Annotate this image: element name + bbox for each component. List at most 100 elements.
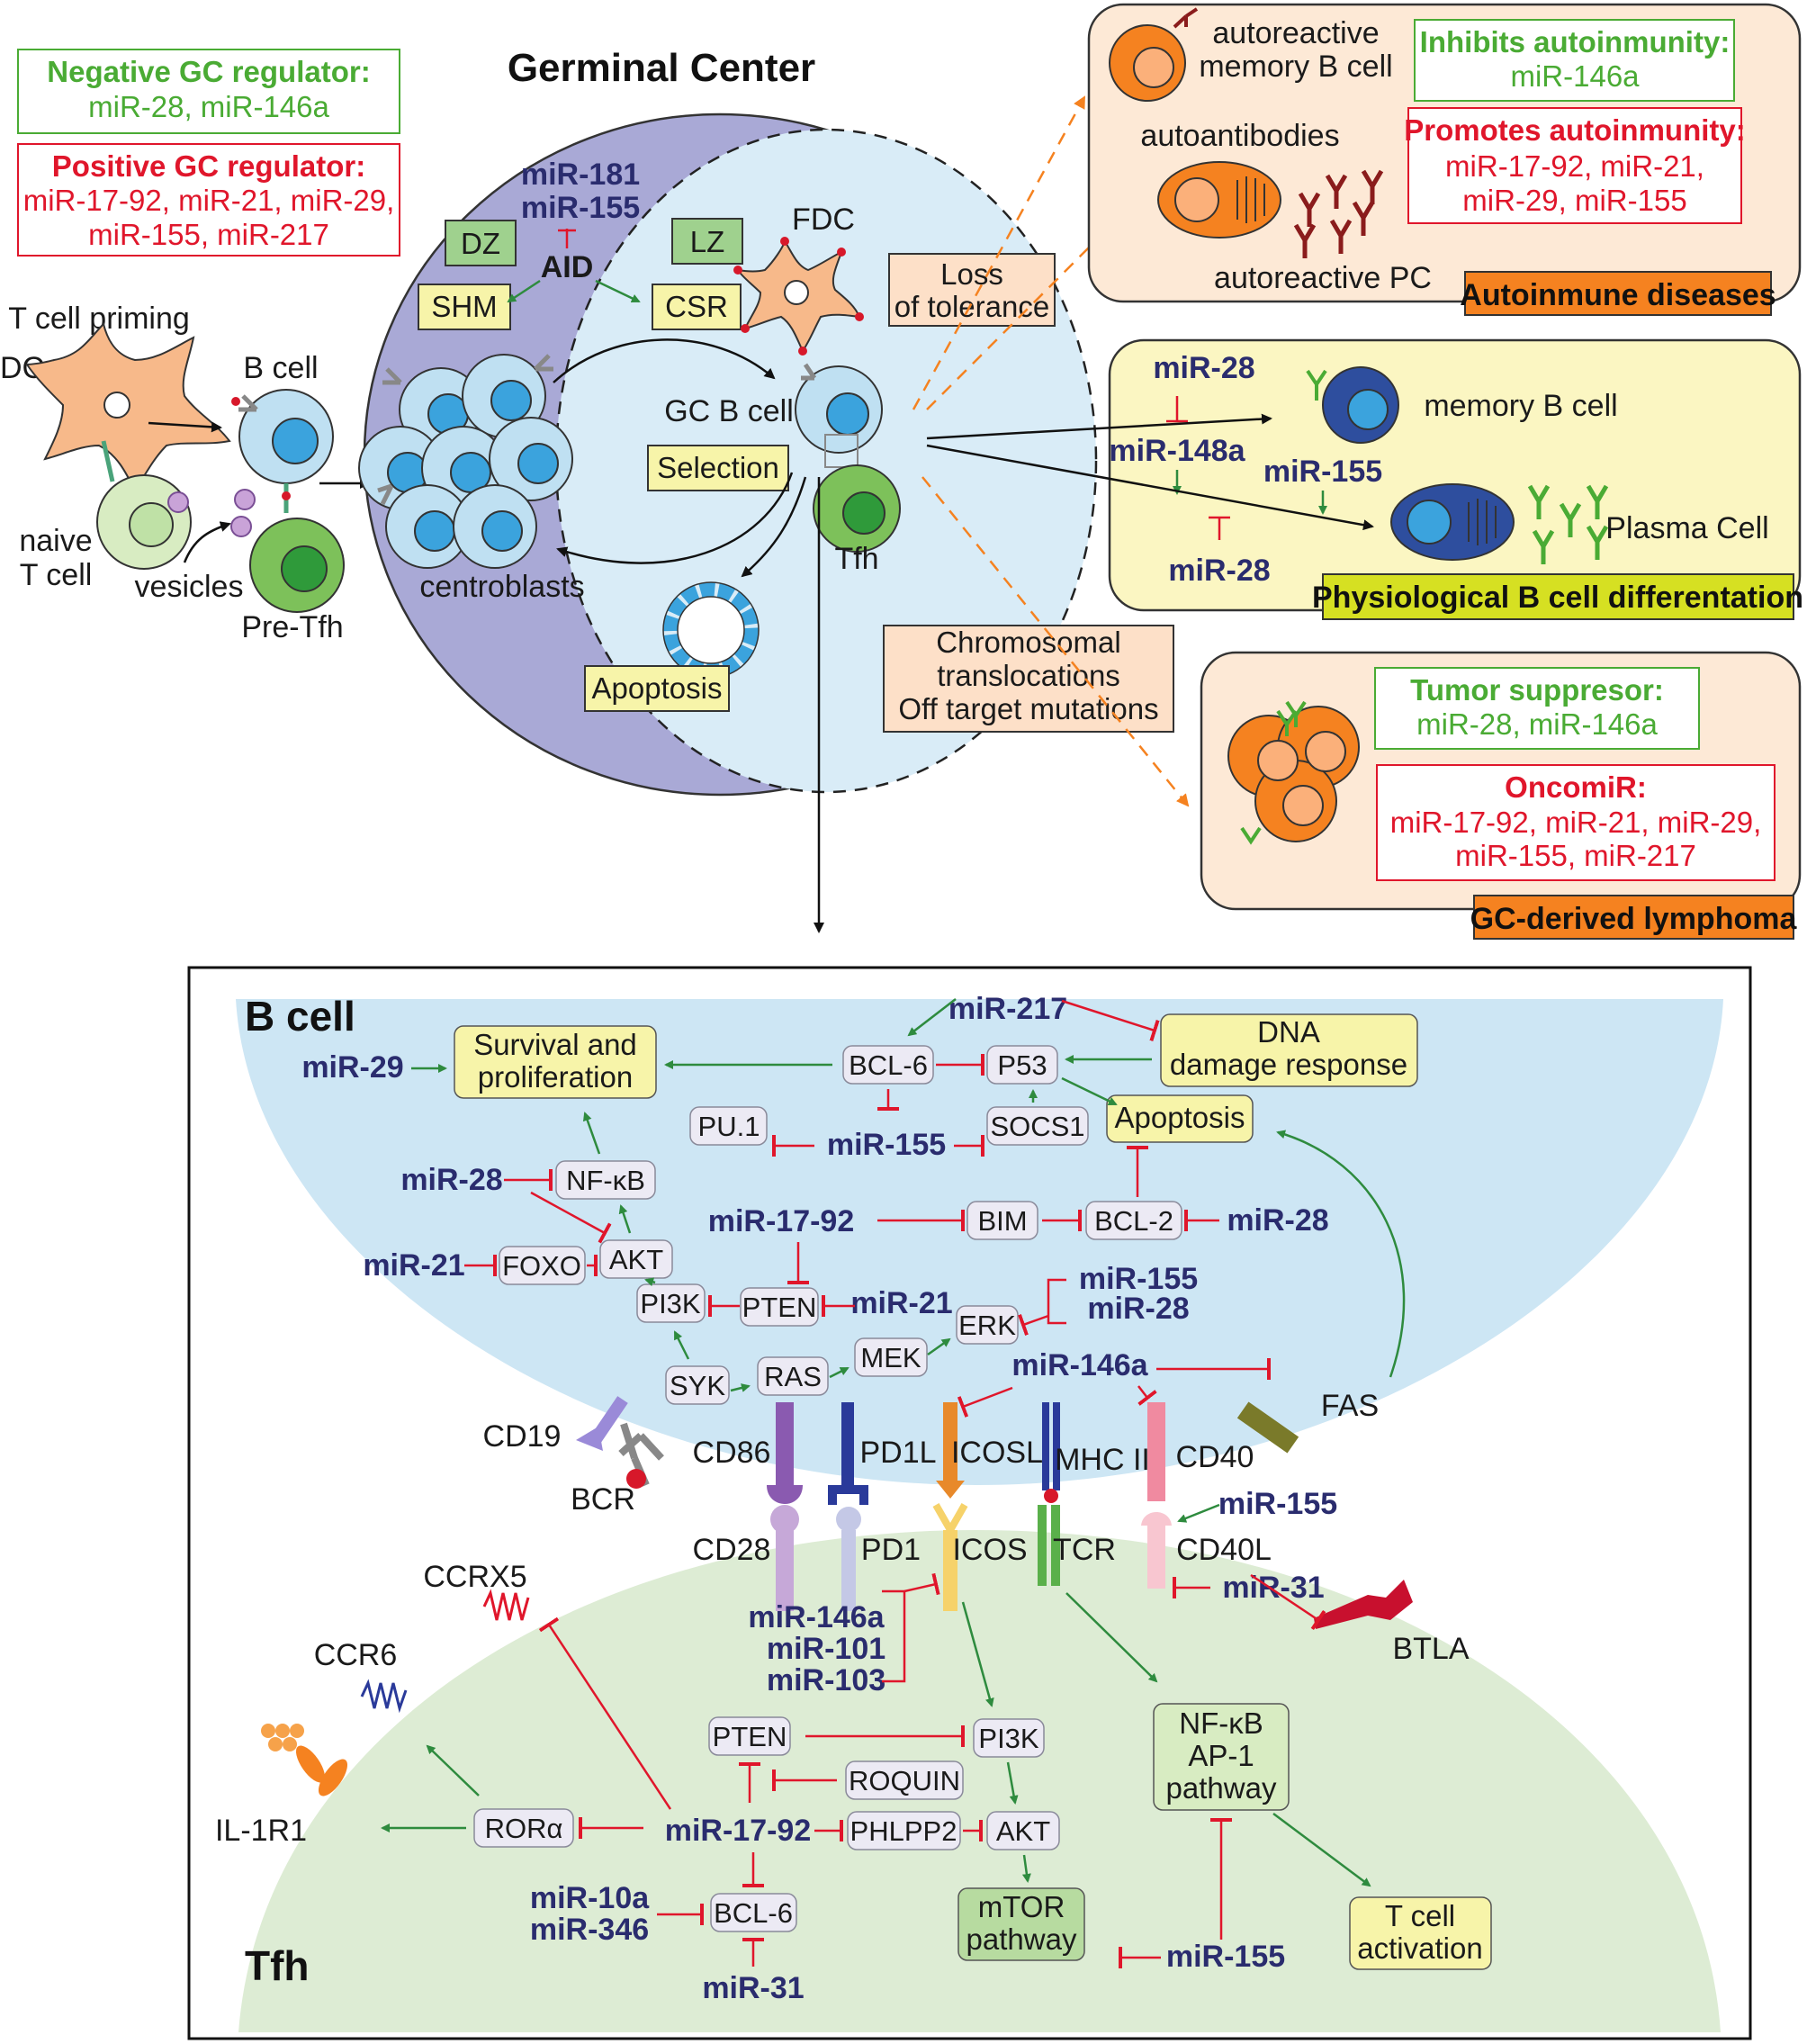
fas-receptor: [1236, 1401, 1299, 1454]
node-pu1: PU.1: [698, 1111, 760, 1142]
pd1l-label: PD1L: [859, 1436, 936, 1470]
fas-label: FAS: [1321, 1389, 1379, 1423]
ccr6-label: CCR6: [314, 1638, 398, 1672]
autoimmune-diseases-label: Autoinmune diseases: [1460, 278, 1776, 312]
mir101-t: miR-101: [767, 1632, 886, 1666]
cd28-receptor: [776, 1530, 794, 1611]
nfkb-label-3: pathway: [1166, 1771, 1277, 1805]
survival-label-2: proliferation: [478, 1060, 633, 1094]
tfh-activation-arrows: [381, 1592, 1371, 1887]
lymphoma-panel: Tumor suppresor: miR-28, miR-146a Oncomi…: [1200, 651, 1802, 940]
lymphoma-cells-icon: [1227, 700, 1360, 845]
dz-box: [445, 220, 517, 266]
mir1792-t: miR-17-92: [665, 1814, 812, 1848]
node-pten-t: PTEN: [713, 1721, 787, 1752]
aid-label: AID: [541, 250, 594, 284]
phys-mir148a: miR-148a: [1109, 434, 1245, 468]
lz-box: [671, 218, 743, 265]
chromosomal-label-2: translocations: [937, 659, 1120, 692]
chromosomal-label-1: Chromosomal: [936, 626, 1120, 659]
mtor-label-2: pathway: [966, 1922, 1077, 1956]
positive-gc-regulator-box: Positive GC regulator: miR-17-92, miR-21…: [17, 143, 400, 257]
autoantibodies-label: autoantibodies: [1140, 119, 1339, 153]
pd1l-receptor: [841, 1402, 854, 1492]
cd86-receptor: [776, 1402, 794, 1492]
promotes-autoimmunity-list-2: miR-29, miR-155: [1462, 184, 1686, 217]
b-cell-activation-arrows: [411, 998, 1406, 1392]
gc-mir181: miR-181: [521, 158, 640, 192]
ccrx5-receptor-icon: [482, 1589, 530, 1621]
physiological-panel: miR-28 miR-148a miR-155 miR-28 memory B …: [1108, 338, 1803, 620]
phys-mir28-top: miR-28: [1153, 351, 1254, 385]
mir155-erk: miR-155: [1079, 1262, 1198, 1296]
tfh-panel-title: Tfh: [245, 1942, 310, 1989]
dz-label: DZ: [461, 227, 500, 260]
autoantibody-icons: [1293, 169, 1384, 258]
positive-gc-title: Positive GC regulator:: [52, 149, 365, 183]
icosl-label: ICOSL: [951, 1436, 1043, 1470]
bcr-receptor: [618, 1422, 664, 1487]
survival-label-1: Survival and: [473, 1028, 637, 1061]
naive-label: naive: [19, 524, 92, 558]
autoimmune-panel: autoreactive memory B cell autoantibodie…: [1087, 3, 1802, 316]
node-bcl6-b: BCL-6: [849, 1049, 928, 1081]
shm-box: [418, 284, 511, 330]
negative-gc-regulator-box: Negative GC regulator: miR-28, miR-146a: [17, 49, 400, 134]
negative-gc-list: miR-28, miR-146a: [88, 90, 329, 123]
surface-receptors: [576, 1396, 1413, 1629]
nfkb-label-1: NF-κB: [1179, 1706, 1263, 1740]
cd40-receptor: [1147, 1402, 1165, 1501]
b-cell-inhibition-arrows: [464, 999, 1271, 1418]
bcr-label: BCR: [571, 1482, 635, 1517]
t-cell-activation-box: [1349, 1896, 1492, 1970]
t-cell-priming: T cell priming DC naive T cell B cell ve…: [0, 302, 371, 644]
mir155-t: miR-155: [1166, 1940, 1285, 1974]
icos-label: ICOS: [952, 1533, 1027, 1567]
oncomir-list-2: miR-155, miR-217: [1455, 839, 1696, 872]
cd40l-receptor: [1147, 1526, 1165, 1589]
b-cell-node-boxes: [499, 1045, 1182, 1405]
mtor-label-1: mTOR: [978, 1890, 1065, 1923]
node-rora: RORα: [485, 1813, 563, 1844]
lz-label: LZ: [690, 225, 725, 258]
node-pi3k-b: PI3K: [640, 1288, 701, 1319]
node-erk: ERK: [958, 1310, 1016, 1341]
germinal-center: Germinal Center miR-181 miR-155 AID DZ L…: [358, 46, 1098, 933]
gc-mir155: miR-155: [521, 191, 640, 225]
node-phlpp2: PHLPP2: [850, 1815, 957, 1847]
node-bcl2: BCL-2: [1094, 1205, 1173, 1237]
cd28-label: CD28: [693, 1533, 771, 1567]
loss-label-1: Loss: [940, 257, 1003, 291]
pd1-label: PD1: [861, 1533, 921, 1567]
btla-label: BTLA: [1392, 1632, 1469, 1666]
apoptosis-box-top: [584, 665, 730, 712]
mir31-t: miR-31: [702, 1971, 804, 2005]
oncomir-list-1: miR-17-92, miR-21, miR-29,: [1390, 806, 1762, 839]
autoimmune-diseases-label-box: [1464, 271, 1772, 316]
mir21-foxo: miR-21: [363, 1248, 464, 1283]
tfh-inhibition-arrows: [538, 1572, 1232, 1968]
mir103-t: miR-103: [767, 1663, 886, 1697]
tumor-suppressor-list: miR-28, miR-146a: [1416, 707, 1658, 741]
tfh-node-boxes: [473, 1716, 1060, 1932]
promotes-autoimmunity-title: Promotes autoinmunity:: [1404, 113, 1746, 147]
cd86-label: CD86: [693, 1436, 771, 1470]
b-cell-tfh-synapse-panel: B cell Tfh Survival and proliferation DN…: [187, 966, 1752, 2040]
mir346-t: miR-346: [530, 1913, 649, 1947]
t-cell-label: T cell: [20, 558, 93, 592]
apoptotic-cell-icon: [662, 581, 760, 679]
lymphoma-label: GC-derived lymphoma: [1470, 902, 1798, 936]
tumor-suppressor-title: Tumor suppresor:: [1410, 673, 1664, 707]
fdc-label: FDC: [792, 203, 855, 237]
loss-of-tolerance-box: [888, 253, 1056, 327]
promotes-autoimmunity-list-1: miR-17-92, miR-21,: [1445, 149, 1704, 183]
inhibits-autoimmunity-list: miR-146a: [1510, 59, 1640, 93]
selection-box: [647, 445, 789, 491]
positive-gc-list-2: miR-155, miR-217: [88, 218, 329, 251]
node-akt-b: AKT: [609, 1244, 663, 1275]
node-pten-b: PTEN: [742, 1292, 817, 1323]
mir146a-b: miR-146a: [1011, 1348, 1148, 1382]
ccrx5-label: CCRX5: [423, 1560, 526, 1594]
memory-b-cell-label-auto: memory B cell: [1199, 50, 1392, 84]
